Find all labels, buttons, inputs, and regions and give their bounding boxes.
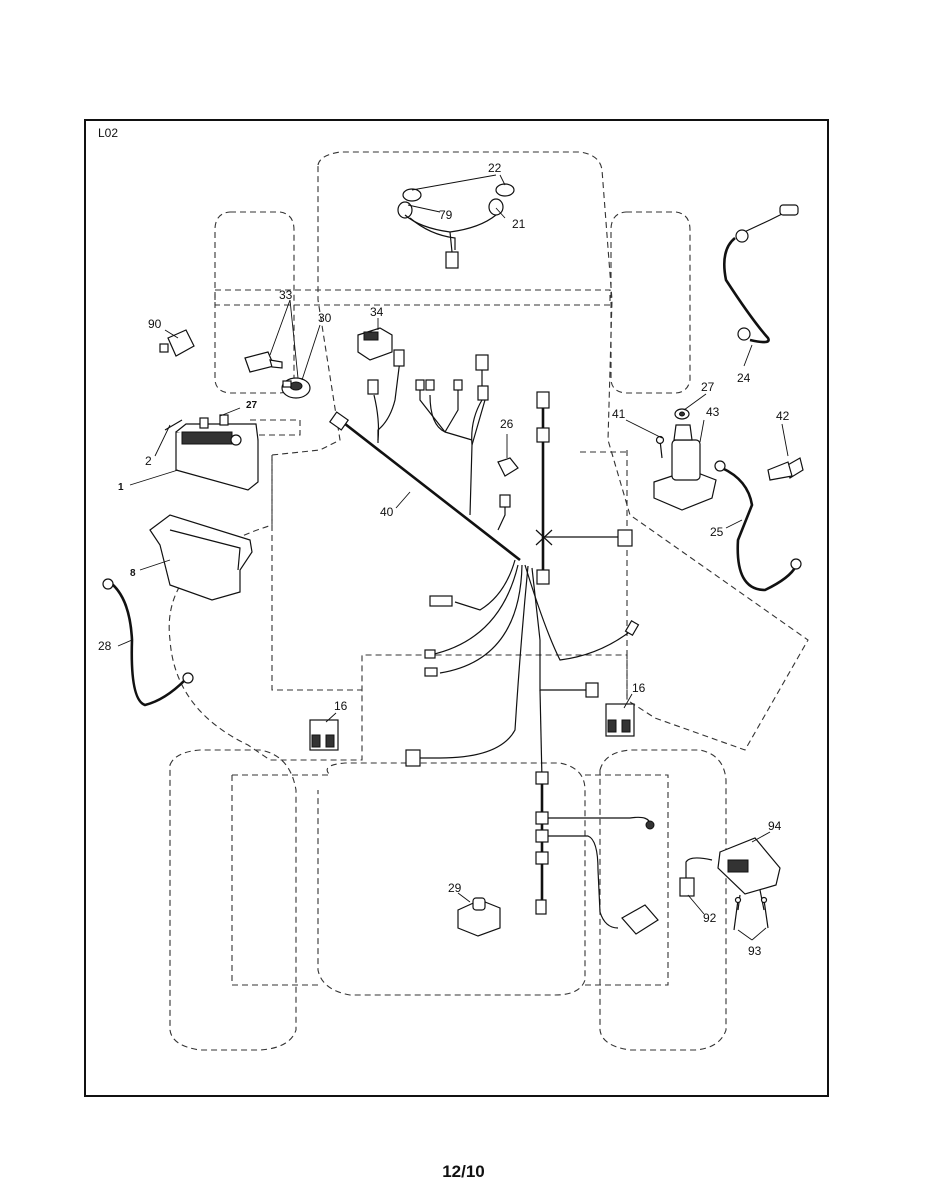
callout-numbers: 22 79 21 33 30 34 90 27 2 1 8 28 40 26 2…: [98, 161, 790, 958]
callout-24: 24: [737, 371, 751, 385]
callout-93: 93: [748, 944, 762, 958]
callout-27-solenoid: 27: [701, 380, 715, 394]
callout-21: 21: [512, 217, 526, 231]
callout-29: 29: [448, 881, 462, 895]
callout-41: 41: [612, 407, 626, 421]
module-94: [717, 837, 781, 911]
callout-42: 42: [776, 409, 790, 423]
ignition-switch: [281, 377, 311, 399]
rear-deck-outline: [232, 762, 586, 996]
diagram-frame: [84, 119, 829, 1097]
connector-pto: [621, 904, 659, 935]
front-right-wheel: [610, 211, 691, 394]
battery-boot: [767, 457, 804, 481]
callout-27-battery: 27: [246, 400, 258, 411]
battery-tray: [149, 514, 253, 601]
callout-79: 79: [439, 208, 453, 222]
negative-battery-cable: [111, 583, 186, 707]
headlight-harness: [397, 183, 515, 269]
callout-92: 92: [703, 911, 717, 925]
seat-switch: [457, 897, 501, 937]
page-number: 12/10: [442, 1162, 485, 1181]
callout-34: 34: [370, 305, 384, 319]
callout-16-left: 16: [334, 699, 348, 713]
callout-8: 8: [130, 568, 136, 579]
main-wiring-harness: [328, 349, 655, 929]
connector-92: [679, 857, 713, 897]
callout-33: 33: [279, 288, 293, 302]
positive-battery-cable: [723, 204, 799, 344]
tractor-outline: [168, 151, 809, 761]
callout-1: 1: [118, 482, 124, 493]
screws-93: [733, 896, 769, 931]
callout-16-right: 16: [632, 681, 646, 695]
fuse: [497, 457, 519, 477]
callout-28: 28: [98, 639, 112, 653]
starter-cable: [721, 466, 798, 592]
leader-lines: [117, 174, 789, 941]
callout-2: 2: [145, 454, 152, 468]
interlock-switch-left: [309, 719, 339, 751]
callout-25: 25: [710, 525, 724, 539]
callout-22: 22: [488, 161, 502, 175]
callout-26: 26: [500, 417, 514, 431]
rear-right-wheel: [599, 749, 727, 1051]
rear-left-wheel: [169, 749, 297, 1051]
callout-90: 90: [148, 317, 162, 331]
callout-94: 94: [768, 819, 782, 833]
relay-90: [159, 329, 195, 357]
diagram-code-label: L02: [98, 126, 119, 140]
callout-40: 40: [380, 505, 394, 519]
starter-solenoid: [653, 408, 717, 511]
ignition-key: [244, 351, 283, 373]
interlock-switch-right: [605, 703, 635, 737]
callout-43: 43: [706, 405, 720, 419]
battery: [164, 414, 259, 491]
front-left-wheel: [214, 211, 295, 394]
callout-30: 30: [318, 311, 332, 325]
pto-switch: [357, 327, 393, 361]
